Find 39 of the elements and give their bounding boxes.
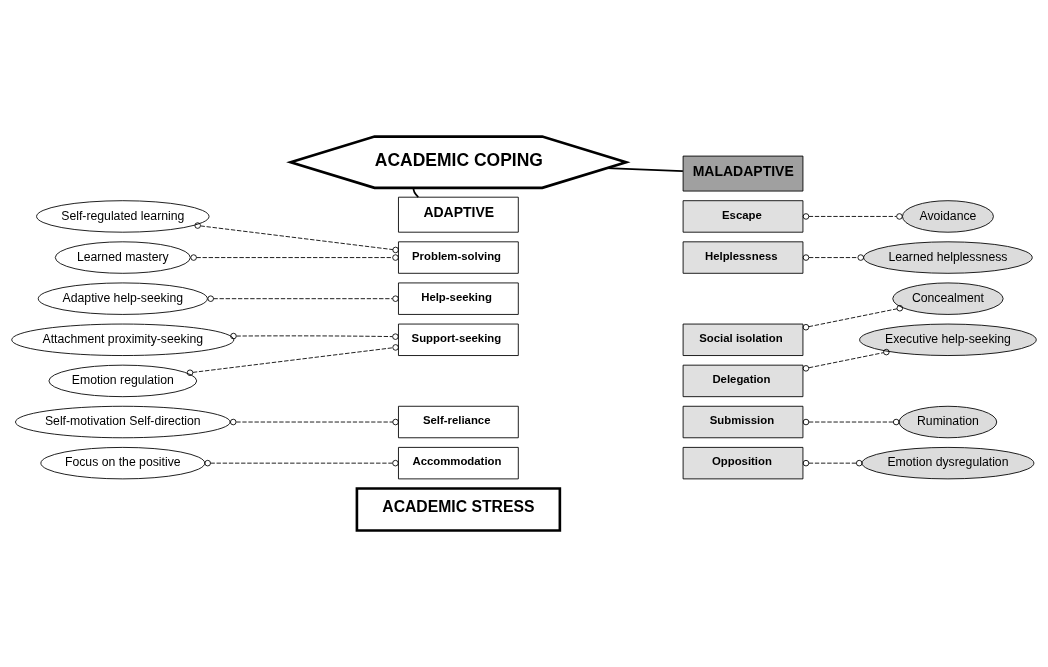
node-ellipse: Learned mastery (54, 241, 191, 274)
node-box: Submission (682, 405, 804, 439)
node-box: Helplessness (682, 241, 804, 274)
connector (204, 459, 399, 467)
connector (802, 418, 900, 426)
connector (802, 348, 890, 372)
node-box: Accommodation (398, 446, 519, 480)
connector (230, 332, 399, 340)
node-ellipse: Emotion dysregulation (861, 446, 1035, 480)
connector (230, 418, 399, 426)
node-ellipse: Emotion regulation (48, 364, 198, 398)
connector (412, 187, 420, 198)
node-ellipse: Adaptive help-seeking (37, 282, 208, 315)
connector (802, 305, 904, 331)
node-box: Self-reliance (398, 405, 519, 439)
connector (194, 222, 399, 254)
connector (802, 459, 863, 467)
connector (802, 254, 864, 261)
connector (606, 167, 684, 173)
node-box: Support-seeking (398, 323, 519, 356)
node-ellipse: Self-motivation Self-direction (15, 405, 231, 439)
node-ellipse: Self-regulated learning (36, 200, 210, 233)
node-ellipse: Rumination (898, 405, 998, 439)
node-box: Delegation (682, 364, 804, 398)
connector (802, 213, 903, 220)
connector (186, 344, 399, 376)
node-box: Escape (682, 200, 804, 233)
node-ellipse: Avoidance (902, 200, 994, 233)
connector (190, 254, 399, 261)
node-box: Problem-solving (398, 241, 519, 274)
node-box: ACADEMIC STRESS (355, 487, 562, 532)
node-box: MALADAPTIVE (682, 155, 804, 192)
node-box: Opposition (682, 446, 804, 480)
node-ellipse: Focus on the positive (40, 446, 206, 480)
node-box: ADAPTIVE (398, 196, 519, 233)
node-box: Social isolation (682, 323, 804, 356)
node-box: Help-seeking (398, 282, 519, 315)
connector (207, 295, 399, 302)
node-ellipse: Learned helplessness (863, 241, 1033, 274)
